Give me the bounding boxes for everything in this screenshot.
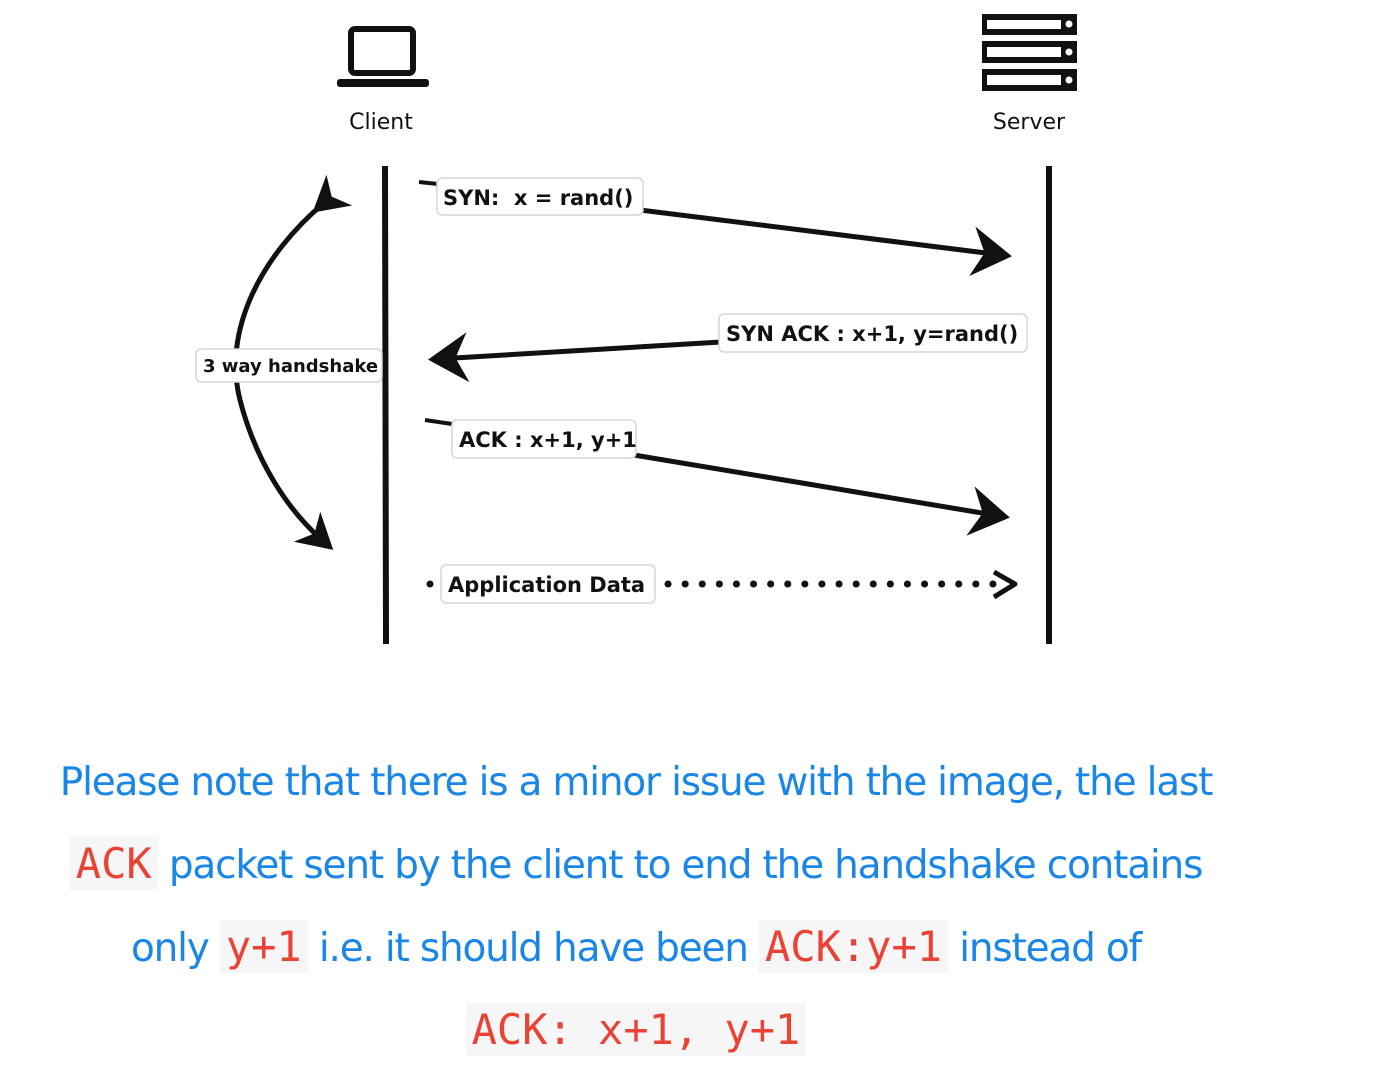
ack-message: ACK : x+1, y+1 [424, 418, 1010, 536]
handshake-label: 3 way handshake [203, 356, 378, 377]
ack-label: ACK : x+1, y+1 [459, 428, 637, 452]
note-code-ack: ACK [69, 837, 158, 890]
tcp-handshake-diagram: Client Server SYN: x = rand() SYN ACK : … [195, 14, 1077, 645]
server-label: Server [993, 110, 1066, 135]
note-code-y1: y+1 [219, 920, 308, 973]
correction-note: Please note that there is a minor issue … [40, 742, 1232, 1072]
note-code-ack-x1-y1: ACK: x+1, y+1 [465, 1003, 807, 1056]
note-code-ack-y1: ACK:y+1 [759, 920, 949, 973]
syn-message: SYN: x = rand() [418, 177, 1012, 277]
server-rack-icon [982, 14, 1077, 91]
client-lifeline [382, 165, 389, 645]
laptop-icon [337, 26, 429, 87]
syn-ack-label: SYN ACK : x+1, y=rand() [726, 322, 1018, 346]
note-text-4: instead of [959, 926, 1142, 971]
client-label: Client [349, 110, 413, 135]
syn-ack-message: SYN ACK : x+1, y=rand() [428, 313, 1028, 383]
app-data-message: Application Data [426, 564, 1018, 604]
note-text-1: Please note that there is a minor issue … [59, 760, 1214, 805]
syn-label: SYN: x = rand() [443, 186, 633, 210]
app-data-label: Application Data [448, 573, 645, 597]
handshake-curve-arrow: 3 way handshake [195, 174, 383, 550]
note-text-3: i.e. it should have been [318, 926, 749, 971]
note-text-2: packet sent by the client to end the han… [130, 843, 1203, 971]
